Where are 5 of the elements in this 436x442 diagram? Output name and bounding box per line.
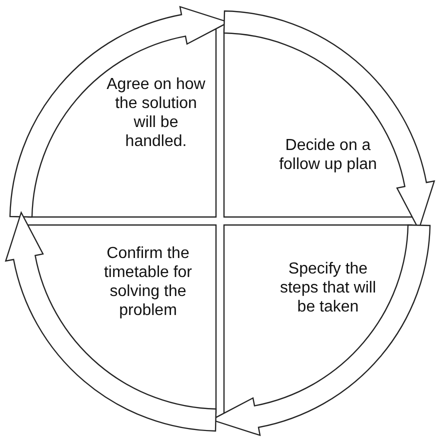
curved-arrow bbox=[5, 212, 217, 432]
step-text: Decide on a follow up plan bbox=[278, 136, 378, 174]
step-text: Specify the steps that will be taken bbox=[278, 260, 378, 316]
step-text: Confirm the timetable for solving the problem bbox=[102, 244, 194, 320]
step-text: Agree on how the solution will be handled. bbox=[106, 75, 206, 151]
